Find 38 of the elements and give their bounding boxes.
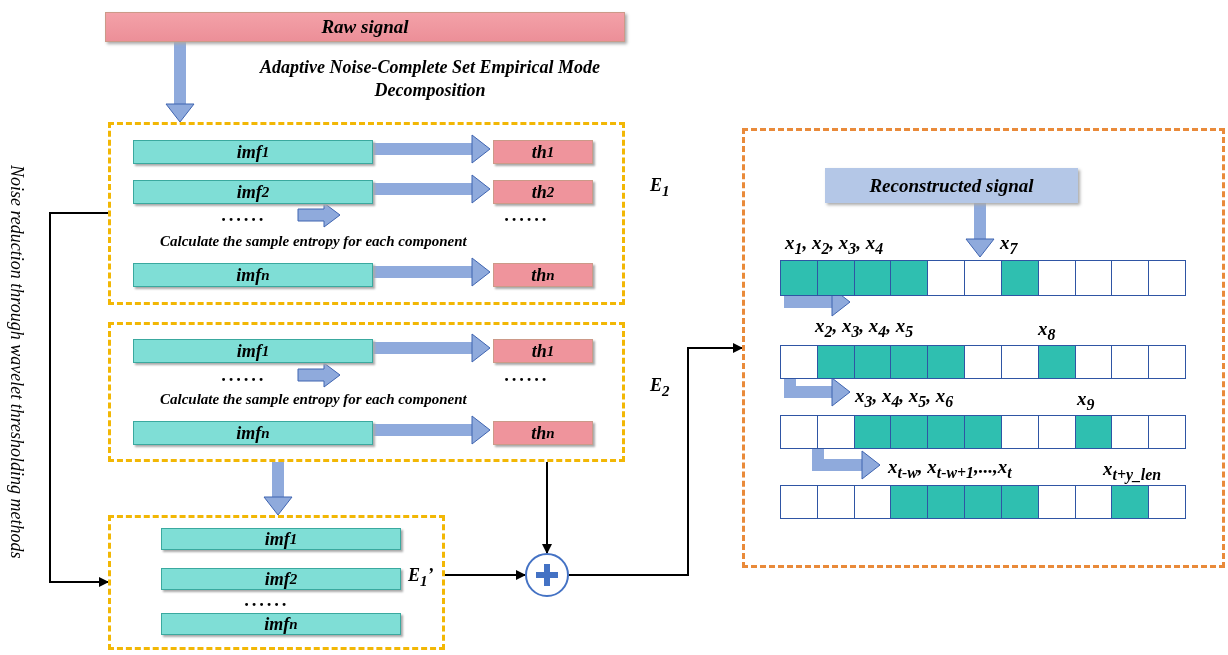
- ellipsis: ......: [505, 365, 550, 386]
- variable-label: x$_{7}$: [1000, 232, 1018, 258]
- annotation-text: Calculate the sample entropy for each component: [160, 391, 467, 408]
- dashed-group-box: [108, 122, 625, 305]
- group-label: E$_{1}$’: [408, 565, 434, 590]
- signal-bar: Reconstructed signal: [825, 168, 1078, 203]
- variable-label: x$_{1}$, x$_{2}$, x$_{3}$, x$_{4}$: [785, 232, 884, 258]
- variable-label: x$_{t+y_len}$: [1103, 458, 1162, 484]
- sliding-window-row: [780, 345, 1186, 379]
- ellipsis: ......: [222, 205, 267, 226]
- arrow: [542, 461, 552, 554]
- annotation-text: Calculate the sample entropy for each component: [160, 233, 467, 250]
- dashed-group-box: [108, 322, 625, 462]
- side-note: Noise reduction through wavelet thresholding methods: [6, 165, 27, 559]
- block-arrow: [784, 376, 851, 407]
- block-arrow: [263, 462, 293, 516]
- arrow: [49, 212, 109, 587]
- group-label: E$_{2}$: [650, 375, 670, 400]
- variable-label: x$_{3}$, x$_{4}$, x$_{5}$, x$_{6}$: [855, 385, 954, 411]
- dashed-group-box: [742, 128, 1225, 568]
- variable-label: x$_{t-w}$, x$_{t-w+1}$,...,x$_{t}$: [888, 456, 1012, 482]
- variable-label: x$_{9}$: [1077, 388, 1095, 414]
- sliding-window-row: [780, 485, 1186, 519]
- signal-bar: Raw signal: [105, 12, 625, 42]
- ellipsis: ......: [505, 205, 550, 226]
- plus-circle: [525, 553, 569, 597]
- sliding-window-row: [780, 260, 1186, 296]
- arrow: [444, 570, 526, 580]
- group-label: E$_{1}$: [650, 175, 670, 200]
- ellipsis: ......: [222, 365, 267, 386]
- variable-label: x$_{2}$, x$_{3}$, x$_{4}$, x$_{5}$: [815, 315, 914, 341]
- arrow: [568, 343, 743, 576]
- ellipsis: ......: [245, 590, 290, 611]
- sliding-window-row: [780, 415, 1186, 449]
- variable-label: x$_{8}$: [1038, 318, 1056, 344]
- block-arrow: [165, 42, 195, 123]
- block-arrow: [812, 446, 881, 480]
- dashed-group-box: [108, 515, 445, 650]
